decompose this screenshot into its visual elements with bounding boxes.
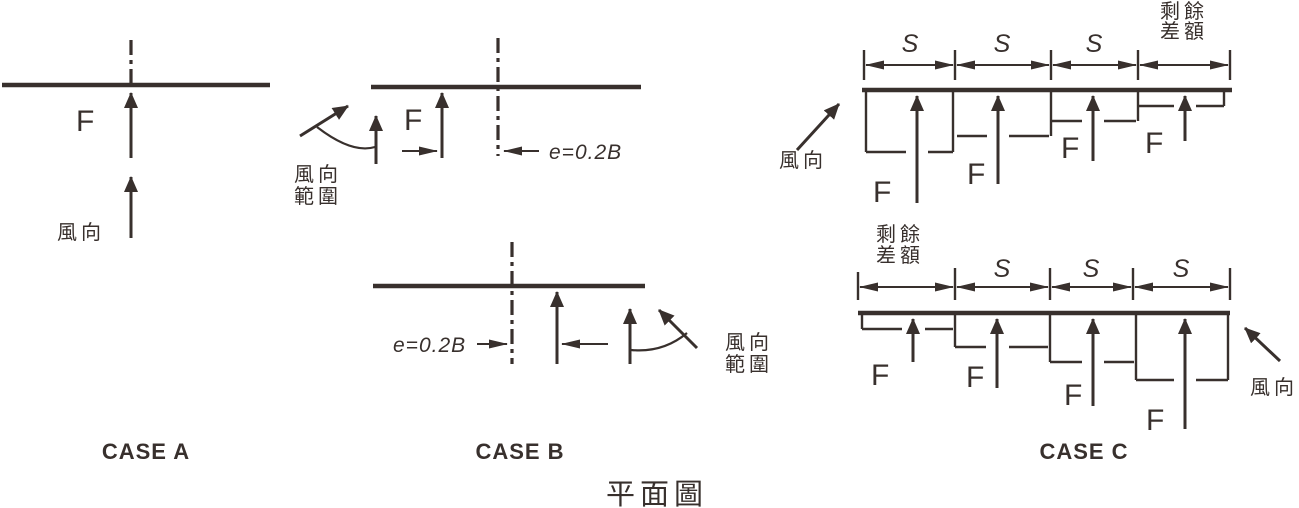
case-c-top-force-label-2: F [967, 158, 985, 191]
case-a-wind-label: 風向 [57, 221, 105, 244]
case-c-bottom-step-outline [860, 315, 1230, 382]
figure-title: 平面圖 [606, 479, 708, 508]
case-a-force-label: F [76, 105, 94, 138]
case-b-top-wind-range-arc [316, 126, 376, 150]
case-b-bottom-eccentricity-label: e=0.2B [393, 334, 466, 357]
spacing-label: S [1083, 255, 1100, 283]
case-c-top-wind-label: 風向 [779, 149, 827, 172]
case-c-top-force-label-1: F [873, 176, 891, 209]
remainder-label-line1: 剩餘 [876, 223, 924, 246]
case-c-top-step-outline [864, 92, 1226, 154]
case-b-top-wind-range-label-line2: 範圍 [294, 185, 342, 208]
case-b-bottom-wind-range-label-line1: 風向 [725, 331, 773, 354]
case-c-bottom-force-label-3: F [1064, 379, 1082, 412]
remainder-label-line2: 差額 [876, 244, 924, 267]
case-b-bottom-wind-diagonal-arrow [657, 308, 699, 350]
spacing-label: S [902, 30, 919, 58]
case-b-top-wind-range-label-line1: 風向 [294, 163, 342, 186]
case-c-top-force-label-3: F [1061, 132, 1079, 165]
spacing-label: S [1086, 30, 1103, 58]
case-b-bottom-wind-range-label-line2: 範圍 [725, 353, 773, 376]
case-b-top-wind-diagonal-arrow [299, 104, 349, 138]
spacing-label: S [994, 255, 1011, 283]
case-b-bottom-wind-range-arc [630, 332, 688, 352]
remainder-label-line1: 剩餘 [1160, 0, 1208, 23]
case-c-bottom-diagram: 剩餘 差額 S S S F F F F 風向 [856, 223, 1298, 437]
case-c-top-diagram: S S S 剩餘 差額 F F F F 風向 CASE C [779, 0, 1232, 464]
case-a-title: CASE A [102, 439, 190, 464]
case-c-bottom-force-label-4: F [1146, 404, 1164, 437]
case-b-top-eccentricity-label: e=0.2B [549, 141, 622, 164]
case-a-diagram: F 風向 CASE A [2, 40, 270, 464]
spacing-label: S [1173, 255, 1190, 283]
spacing-label: S [994, 30, 1011, 58]
case-b-top-force-label: F [404, 104, 422, 137]
case-b-top-diagram: F e=0.2B 風向 範圍 [294, 38, 641, 208]
case-c-title: CASE C [1039, 439, 1128, 464]
case-c-bottom-force-label-1: F [871, 359, 889, 392]
case-b-title: CASE B [475, 439, 564, 464]
case-b-bottom-diagram: e=0.2B 風向 範圍 CASE B [373, 242, 773, 464]
case-c-bottom-force-label-2: F [966, 361, 984, 394]
case-c-top-force-label-4: F [1145, 127, 1163, 160]
case-c-top-wind-arrow [795, 102, 841, 152]
remainder-label-line2: 差額 [1160, 20, 1208, 43]
case-c-bottom-wind-arrow [1243, 326, 1282, 363]
case-c-bottom-wind-label: 風向 [1250, 376, 1298, 399]
